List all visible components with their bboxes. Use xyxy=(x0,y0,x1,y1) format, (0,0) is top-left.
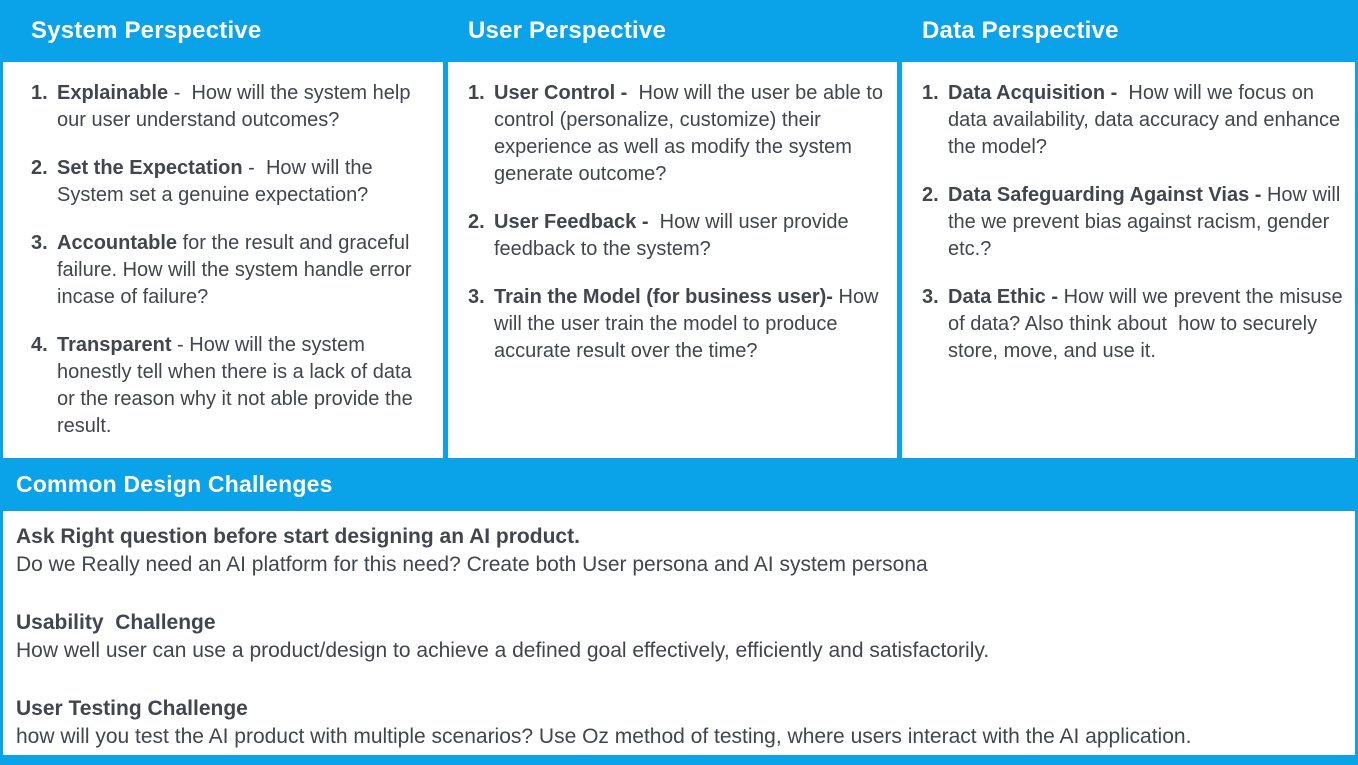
list-desc: How will user provide feedback to the sy… xyxy=(494,211,855,260)
list-term: User Feedback - xyxy=(494,211,649,233)
column-divider xyxy=(443,62,448,458)
list-item: 1. Data Acquisition - How will we focus … xyxy=(922,80,1345,161)
list-item: 1. Explainable - How will the system hel… xyxy=(31,80,433,134)
list-item: 1. User Control - How will the user be a… xyxy=(468,80,887,188)
list-number: 2. xyxy=(468,211,485,233)
list-text: Set the Expectation - How will the Syste… xyxy=(57,155,433,209)
list-text: Data Safeguarding Against Vias - How wil… xyxy=(948,182,1345,263)
column-user: 1. User Control - How will the user be a… xyxy=(448,62,897,458)
list-text: Data Acquisition - How will we focus on … xyxy=(948,80,1345,161)
list-item: 3. Train the Model (for business user)- … xyxy=(468,284,887,365)
column-header-user: User Perspective xyxy=(448,0,897,62)
challenge-title: Usability Challenge xyxy=(16,611,216,634)
list-item: 3. Accountable for the result and gracef… xyxy=(31,230,433,311)
list-text: Accountable for the result and graceful … xyxy=(57,230,433,311)
challenge-group: Usability Challenge How well user can us… xyxy=(16,609,1339,665)
list-text: Transparent - How will the system honest… xyxy=(57,332,433,440)
challenge-title: User Testing Challenge xyxy=(16,697,248,720)
list-text: User Feedback - How will user provide fe… xyxy=(494,209,887,263)
list-term: Explainable xyxy=(57,82,169,104)
list-number: 1. xyxy=(468,82,485,104)
common-design-challenges-title: Common Design Challenges xyxy=(16,471,333,497)
challenges-section: Ask Right question before start designin… xyxy=(3,511,1355,755)
list-desc: How will we focus on data availability, … xyxy=(948,82,1346,158)
list-number: 3. xyxy=(468,286,485,308)
list-term: Train the Model (for business user)- xyxy=(494,286,833,308)
list-desc: How will the user be able to control (pe… xyxy=(494,82,889,185)
list-term: Data Safeguarding Against Vias - xyxy=(948,184,1262,206)
challenge-body: how will you test the AI product with mu… xyxy=(16,725,1192,748)
list-number: 4. xyxy=(31,334,48,356)
list-desc: - How will the System set a genuine expe… xyxy=(57,157,379,206)
list-desc: How will the we prevent bias against rac… xyxy=(948,184,1346,260)
list-text: Train the Model (for business user)- How… xyxy=(494,284,887,365)
list-text: Data Ethic - How will we prevent the mis… xyxy=(948,284,1345,365)
list-number: 2. xyxy=(922,184,939,206)
column-divider xyxy=(897,62,902,458)
list-number: 1. xyxy=(922,82,939,104)
challenge-body: Do we Really need an AI platform for thi… xyxy=(16,553,928,576)
challenge-group: Ask Right question before start designin… xyxy=(16,523,1339,579)
column-header-data: Data Perspective xyxy=(902,0,1355,62)
list-item: 3. Data Ethic - How will we prevent the … xyxy=(922,284,1345,365)
list-number: 3. xyxy=(31,232,48,254)
list-desc: - How will the system help our user unde… xyxy=(57,82,417,131)
list-desc: for the result and graceful failure. How… xyxy=(57,232,418,308)
column-data: 1. Data Acquisition - How will we focus … xyxy=(902,62,1355,458)
column-system: 1. Explainable - How will the system hel… xyxy=(3,62,443,458)
list-term: Data Acquisition - xyxy=(948,82,1118,104)
list-item: 2. Set the Expectation - How will the Sy… xyxy=(31,155,433,209)
column-header-data-label: Data Perspective xyxy=(922,17,1119,44)
challenge-body: How well user can use a product/design t… xyxy=(16,639,990,662)
column-header-user-label: User Perspective xyxy=(468,17,666,44)
perspectives-body: 1. Explainable - How will the system hel… xyxy=(3,62,1355,458)
list-desc: How will the user train the model to pro… xyxy=(494,286,885,362)
list-text: Explainable - How will the system help o… xyxy=(57,80,433,134)
list-item: 2. User Feedback - How will user provide… xyxy=(468,209,887,263)
challenge-title: Ask Right question before start designin… xyxy=(16,525,580,548)
column-header-system-label: System Perspective xyxy=(31,17,262,44)
common-design-challenges-band: Common Design Challenges xyxy=(3,458,1355,511)
list-term: Data Ethic - xyxy=(948,286,1059,308)
list-term: Accountable xyxy=(57,232,178,254)
list-term: User Control - xyxy=(494,82,628,104)
list-number: 3. xyxy=(922,286,939,308)
list-term: Set the Expectation xyxy=(57,157,243,179)
list-text: User Control - How will the user be able… xyxy=(494,80,887,188)
column-header-system: System Perspective xyxy=(3,0,443,62)
list-term: Transparent xyxy=(57,334,172,356)
challenge-group: User Testing Challenge how will you test… xyxy=(16,695,1339,751)
list-item: 4. Transparent - How will the system hon… xyxy=(31,332,433,440)
list-desc: - How will the system honestly tell when… xyxy=(57,334,419,437)
list-number: 2. xyxy=(31,157,48,179)
list-desc: How will we prevent the misuse of data? … xyxy=(948,286,1349,362)
perspectives-header-band: System Perspective User Perspective Data… xyxy=(3,0,1355,62)
list-item: 2. Data Safeguarding Against Vias - How … xyxy=(922,182,1345,263)
list-number: 1. xyxy=(31,82,48,104)
